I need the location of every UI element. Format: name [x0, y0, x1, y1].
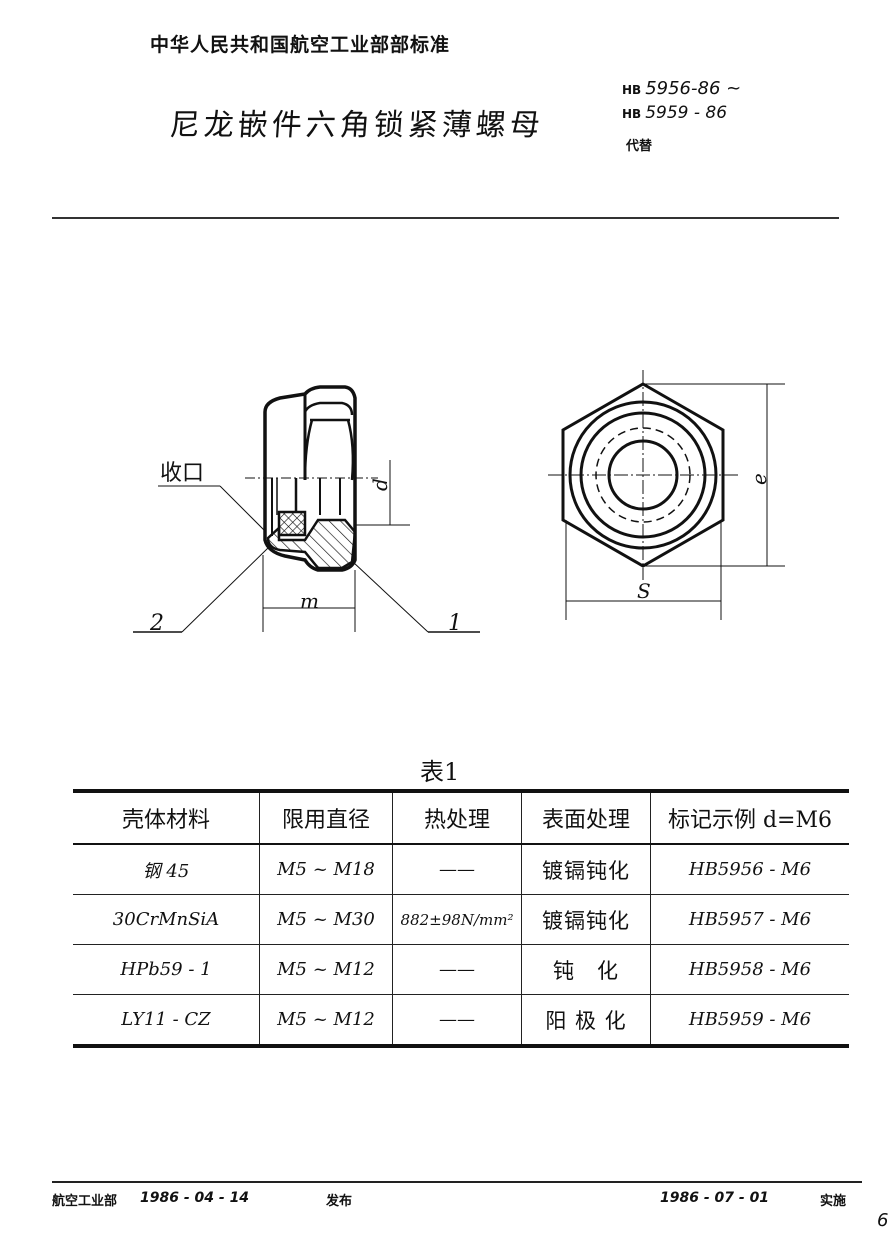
standard-number-text: 5956-86 ~	[645, 78, 742, 99]
cell-heat-treatment: ——	[392, 844, 522, 895]
header-divider	[52, 217, 839, 219]
column-header-material: 壳体材料	[121, 808, 210, 833]
shoukou-label: 收口	[160, 461, 204, 486]
standard-prefix: HB	[622, 107, 642, 121]
part-1-label: 1	[448, 611, 462, 636]
footer-divider	[52, 1181, 862, 1183]
nut-technical-drawing: 收口 d m e S 2 1	[133, 370, 785, 636]
table-caption: 表1	[420, 758, 460, 786]
cell-marking: HB5957 - M6	[650, 894, 849, 945]
cell-marking: HB5959 - M6	[650, 994, 849, 1046]
issuing-organization: 中华人民共和国航空工业部部标准	[150, 34, 451, 56]
cell-marking: HB5958 - M6	[650, 944, 849, 995]
column-header-diameter: 限用直径	[259, 791, 393, 844]
effective-date: 1986 - 07 - 01	[660, 1190, 770, 1206]
cell-heat-treatment: ——	[392, 994, 522, 1046]
cell-material: LY11 - CZ	[121, 1009, 211, 1030]
cell-diameter: M5 ~ M12	[259, 994, 393, 1046]
s-label: S	[637, 579, 651, 603]
cell-diameter: M5 ~ M18	[259, 844, 393, 895]
top-view	[548, 370, 785, 620]
issue-date: 1986 - 04 - 14	[140, 1190, 250, 1206]
cell-heat-treatment: 882±98N/mm²	[392, 894, 522, 945]
effective-label: 实施	[820, 1194, 847, 1209]
issuer: 航空工业部	[52, 1194, 118, 1209]
cell-surface-treatment: 镀镉钝化	[521, 844, 651, 895]
cell-material: 钢 45	[142, 860, 190, 882]
page-number: 6	[877, 1210, 889, 1231]
cell-diameter: M5 ~ M30	[259, 894, 393, 945]
side-view	[133, 385, 480, 633]
table-header-row: 壳体材料 限用直径 热处理 表面处理 标记示例 d=M6	[73, 791, 849, 844]
replaces-label: 代替	[626, 139, 653, 154]
table-row: 30CrMnSiA M5 ~ M30 882±98N/mm² 镀镉钝化 HB59…	[73, 894, 849, 945]
cell-material: HPb59 - 1	[120, 959, 212, 980]
column-header-marking-example: 标记示例 d=M6	[650, 791, 849, 844]
m-label: m	[300, 589, 319, 613]
part-2-label: 2	[149, 611, 164, 636]
cell-surface-treatment: 镀镉钝化	[521, 894, 651, 945]
standard-prefix: HB	[622, 83, 642, 97]
column-header-surface-treatment: 表面处理	[521, 791, 651, 844]
issue-label: 发布	[326, 1194, 353, 1209]
table-row: LY11 - CZ M5 ~ M12 —— 阳 极 化 HB5959 - M6	[73, 994, 849, 1046]
cell-diameter: M5 ~ M12	[259, 944, 393, 995]
cell-heat-treatment: ——	[392, 944, 522, 995]
table-row: HPb59 - 1 M5 ~ M12 —— 钝 化 HB5958 - M6	[73, 944, 849, 995]
cell-marking: HB5956 - M6	[650, 844, 849, 895]
specification-table: 壳体材料 限用直径 热处理 表面处理 标记示例 d=M6 钢 45 M5 ~ M…	[73, 789, 849, 1048]
table-row: 钢 45 M5 ~ M18 —— 镀镉钝化 HB5956 - M6	[73, 844, 849, 895]
cell-surface-treatment: 钝 化	[521, 944, 651, 995]
d-label: d	[368, 478, 392, 491]
cell-material: 30CrMnSiA	[112, 909, 220, 930]
cell-surface-treatment: 阳 极 化	[521, 994, 651, 1046]
standard-number-text: 5959 - 86	[645, 103, 728, 123]
column-header-heat-treatment: 热处理	[392, 791, 522, 844]
e-label: e	[747, 473, 771, 485]
